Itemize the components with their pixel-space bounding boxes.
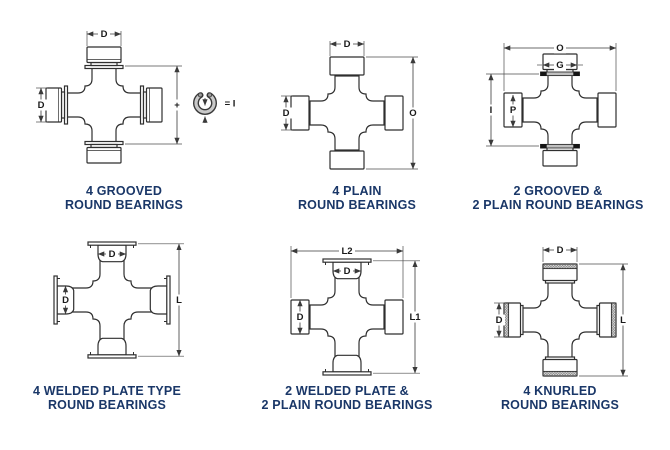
diagram-4-grooved: D D + = I: [35, 28, 236, 164]
dim-label-overall: L: [176, 295, 182, 306]
diagram-4-welded-plate: D D L: [53, 241, 185, 359]
bearing-cap-bottom-welded: [322, 354, 372, 376]
caption-2-welded-2-plain: 2 WELDED PLATE & 2 PLAIN ROUND BEARINGS: [237, 384, 457, 412]
caption-line-2: 2 PLAIN ROUND BEARINGS: [261, 398, 433, 412]
dim-label-inside-span: I: [490, 105, 493, 116]
u-joint-cross: [45, 46, 163, 164]
caption-4-knurled: 4 KNURLED ROUND BEARINGS: [450, 384, 670, 412]
caption-4-plain: 4 PLAIN ROUND BEARINGS: [247, 184, 467, 212]
dim-label-cap-diameter: D: [297, 312, 304, 323]
dim-overall-height: L1: [373, 260, 423, 374]
dim-label-overall-height: L1: [409, 312, 421, 323]
dim-label-cap-width: D: [557, 245, 564, 256]
dim-cap-diameter: D: [493, 302, 506, 338]
bearing-cap-top: [329, 56, 365, 77]
dim-label-groove-width: G: [556, 60, 563, 71]
u-joint-cross: [290, 56, 404, 170]
caption-line-1: 4 KNURLED: [523, 384, 597, 398]
bearing-cap-bottom: [87, 337, 137, 359]
bearing-cap-bottom: [84, 140, 124, 164]
caption-4-welded-plate: 4 WELDED PLATE TYPE ROUND BEARINGS: [0, 384, 214, 412]
cross-body: [71, 259, 153, 341]
bearing-cap-left: [503, 302, 524, 338]
bearing-cap-left: [45, 85, 69, 125]
dim-overall-span: O: [366, 56, 419, 170]
caption-line-2: ROUND BEARINGS: [297, 198, 417, 212]
bearing-cap-right: [383, 95, 404, 131]
caption-line-1: 4 PLAIN: [332, 184, 382, 198]
bearing-cap-right-plain: [596, 92, 617, 128]
dim-cap-width: D: [332, 265, 362, 277]
cross-body: [306, 72, 388, 154]
bearing-cap-right: [139, 85, 163, 125]
dim-label-cap-diameter: D: [62, 295, 69, 306]
caption-2-grooved-2-plain: 2 GROOVED & 2 PLAIN ROUND BEARINGS: [447, 184, 669, 212]
caption-line-2: ROUND BEARINGS: [64, 198, 184, 212]
dim-label-cap-diameter: D: [38, 100, 45, 111]
bearing-cap-top: [84, 46, 124, 70]
snap-ring-symbol: = I: [193, 92, 236, 123]
u-joint-cross: [503, 263, 617, 377]
caption-line-1: 2 WELDED PLATE &: [285, 384, 409, 398]
dim-cap-width: D: [86, 28, 122, 46]
dim-label-cap-diameter: P: [510, 105, 517, 116]
caption-4-grooved: 4 GROOVED ROUND BEARINGS: [14, 184, 234, 212]
caption-line-1: 4 WELDED PLATE TYPE: [32, 384, 182, 398]
dim-label-overall: O: [556, 43, 563, 54]
snap-ring-lug-left: [197, 92, 203, 98]
cross-body: [63, 64, 145, 146]
diagram-4-knurled: D D L: [493, 244, 629, 377]
dim-cap-width: D: [329, 38, 365, 56]
dim-cap-diameter: D: [280, 95, 293, 131]
dim-cap-width: D: [542, 244, 578, 262]
bearing-cap-right-plain: [383, 299, 404, 335]
dim-label-overall: O: [409, 108, 416, 119]
dim-label-cap-width: D: [101, 29, 108, 40]
dim-label-overall: L: [620, 315, 626, 326]
dim-cap-diameter: D: [35, 87, 48, 123]
dim-overall-span: O: [503, 42, 617, 91]
bearing-cap-bottom: [542, 356, 578, 377]
bearing-cap-right: [149, 275, 171, 325]
dim-label-plus: +: [174, 100, 180, 111]
bearing-cap-bottom: [329, 149, 365, 170]
bearing-cap-right: [596, 302, 617, 338]
cross-body: [519, 279, 601, 361]
dim-label-cap-diameter: D: [283, 108, 290, 119]
dim-plain-cap-diameter: P: [507, 94, 519, 128]
bearing-cap-top: [542, 263, 578, 284]
diagram-4-plain: D D O: [280, 38, 419, 170]
dim-inside-ring-span: I: [485, 73, 539, 147]
dim-cap-diameter: D: [294, 299, 306, 335]
dim-cap-width: D: [97, 248, 127, 260]
caption-line-1: 4 GROOVED: [85, 184, 163, 198]
dim-label-cap-width: D: [109, 249, 116, 260]
dim-label-cap-diameter: D: [496, 315, 503, 326]
caption-line-2: 2 PLAIN ROUND BEARINGS: [472, 198, 644, 212]
bearing-cap-left: [290, 95, 311, 131]
dim-ring-span: +: [125, 65, 183, 145]
caption-line-1: 2 GROOVED &: [513, 184, 603, 198]
diagram-2-welded-2-plain: L2 D D L1: [290, 245, 423, 376]
snap-ring-equation-label: = I: [225, 99, 236, 110]
caption-line-2: ROUND BEARINGS: [47, 398, 167, 412]
cross-body: [519, 69, 601, 151]
dim-overall-width: L2: [290, 245, 404, 298]
diagram-2-grooved-2-plain: O G I P: [485, 42, 617, 167]
dim-cap-diameter: D: [59, 285, 72, 315]
dim-label-cap-width: D: [344, 39, 351, 50]
dim-grooved-cap-width: G: [537, 59, 583, 71]
dim-overall-span: L: [579, 263, 629, 377]
caption-line-2: ROUND BEARINGS: [500, 398, 620, 412]
cross-body: [306, 276, 388, 358]
dim-overall-span: L: [138, 243, 185, 357]
dim-label-overall-width: L2: [341, 246, 352, 257]
snap-ring-lug-right: [207, 92, 213, 98]
dim-label-cap-width: D: [344, 266, 351, 277]
bearing-cap-bottom-grooved: [539, 143, 581, 167]
